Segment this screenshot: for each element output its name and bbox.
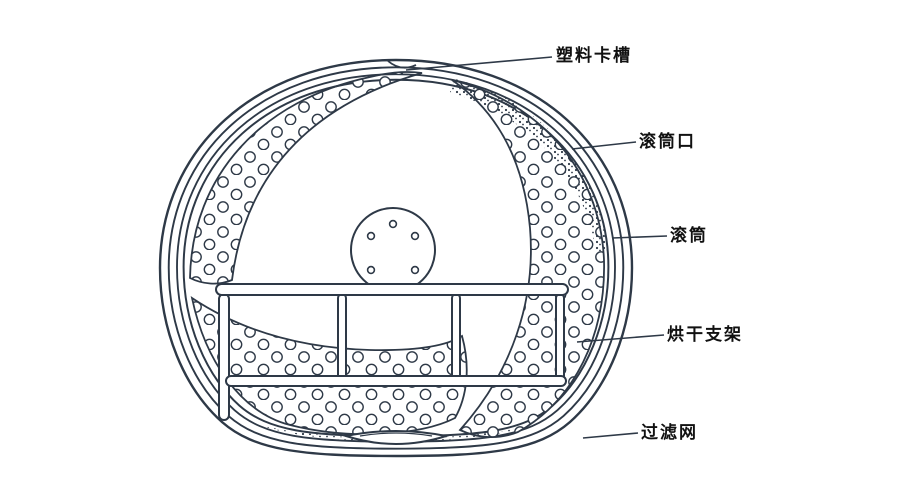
- bottom-rim-texture: [258, 424, 534, 442]
- hub-screw-dot: [410, 231, 420, 241]
- label-drying-rack: 烘干支架: [667, 325, 743, 345]
- rack-top-rail: [215, 283, 569, 296]
- label-drum-opening: 滚筒口: [639, 132, 696, 152]
- hub-screw-dot: [410, 265, 420, 275]
- hub-screw-dot: [366, 231, 376, 241]
- perforation-zone-right: [451, 79, 605, 438]
- rack-left-post: [218, 293, 230, 421]
- hub-screw-dot: [366, 265, 376, 275]
- rack-right-post: [555, 293, 565, 381]
- leader-drum-opening: [571, 141, 637, 150]
- leader-filter-screen: [582, 432, 639, 439]
- drum-hub: [350, 207, 436, 293]
- label-plastic-clip-slot: 塑料卡槽: [556, 46, 632, 66]
- label-filter-screen: 过滤网: [641, 423, 698, 443]
- perforated-zones: [189, 71, 605, 438]
- rack-post: [451, 293, 461, 381]
- leader-drum: [611, 235, 668, 239]
- perforation-zone-upper-left: [189, 71, 423, 285]
- drying-rack-frame: [215, 283, 569, 421]
- leader-plastic-clip-slot: [405, 56, 553, 71]
- rack-bottom-rail: [225, 375, 567, 387]
- label-drum: 滚筒: [670, 226, 708, 246]
- leader-lines: [405, 56, 668, 439]
- rack-post: [337, 293, 347, 381]
- leader-drying-rack: [576, 334, 665, 343]
- hub-screw-dot: [388, 219, 398, 229]
- perforation-zone-bottom-left: [190, 296, 468, 436]
- plastic-clip-slot-shape: [387, 60, 417, 69]
- filter-screen-shape: [342, 430, 450, 445]
